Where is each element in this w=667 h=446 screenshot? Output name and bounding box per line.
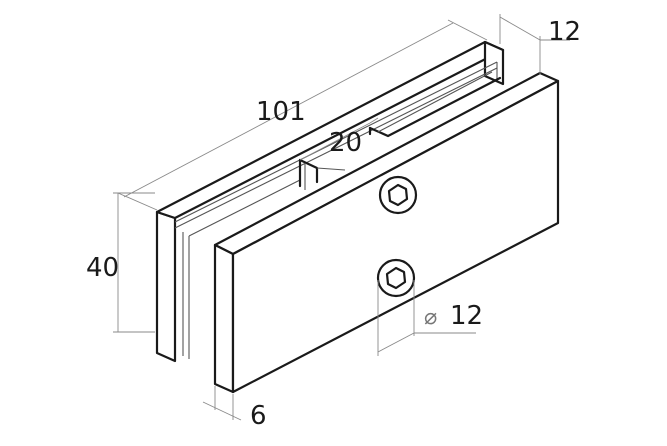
back-plate-front-face (155, 210, 177, 363)
dim-depth (499, 14, 570, 74)
back-plate (155, 40, 505, 363)
bolt-top-hex-socket (387, 183, 409, 207)
bolt-top-head (378, 175, 418, 215)
bolt-bottom (376, 258, 416, 298)
dim-length (117, 19, 488, 211)
dim-depth-label: 12 (548, 17, 581, 47)
front-plate-front-face (213, 243, 235, 394)
inner-channel-edges (304, 71, 493, 190)
dim-length-label: 101 (256, 97, 306, 127)
back-gasket (174, 61, 498, 359)
dim-gap-label: 20 (329, 128, 362, 158)
dim-bolt-diameter (377, 280, 476, 356)
dim-thickness (202, 386, 242, 421)
front-plate (213, 71, 560, 394)
front-plate-main-face (231, 79, 560, 394)
bolt-bottom-hex-socket (385, 266, 407, 290)
bolt-bottom-head (376, 258, 416, 298)
dim-gap (299, 117, 379, 161)
dim-bolt-diameter-symbol: ⌀ (424, 305, 437, 330)
dim-height-label: 40 (86, 253, 119, 283)
dim-height (113, 192, 155, 333)
dim-bolt-diameter-label: 12 (450, 301, 483, 331)
bolt-top (378, 175, 418, 215)
dim-thickness-label: 6 (250, 401, 267, 431)
